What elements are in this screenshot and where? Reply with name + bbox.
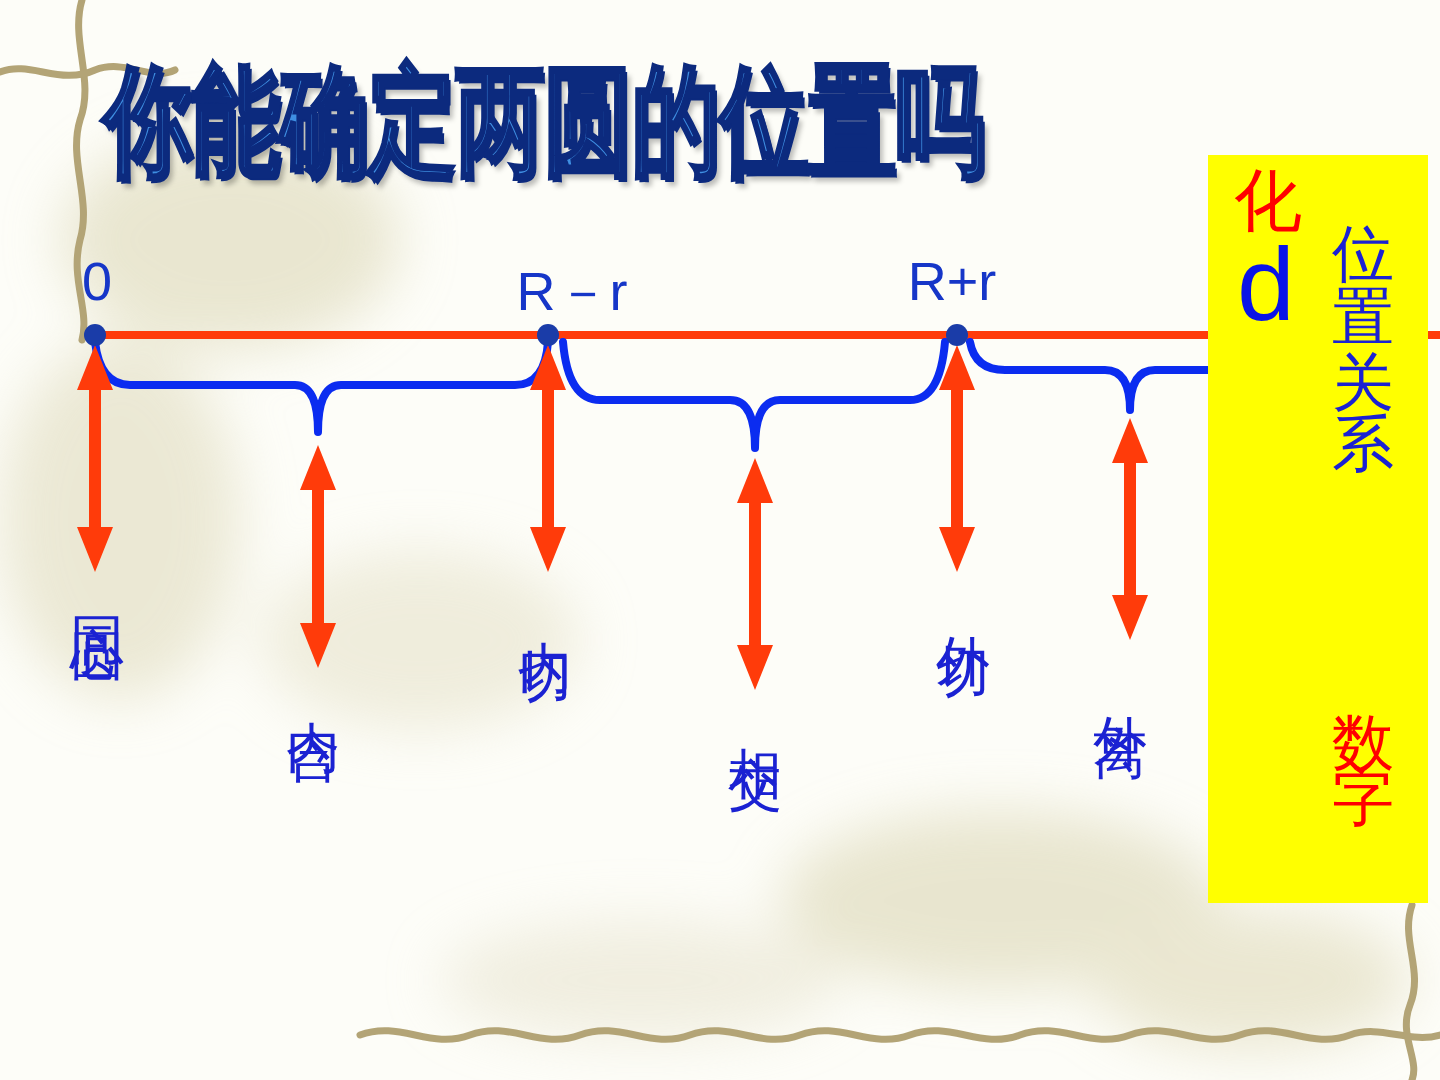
relation-name: 内含 bbox=[286, 678, 340, 694]
relation-name: 外切 bbox=[936, 593, 990, 609]
relation-name: 外离 bbox=[1093, 673, 1147, 689]
background-leaves bbox=[0, 130, 1410, 1050]
axis-value: 0 bbox=[82, 254, 112, 308]
relation-name: 同心圆 bbox=[70, 574, 124, 598]
node-body: 数字 bbox=[1332, 665, 1394, 761]
slide-title: 你能确定两圆的位置吗 bbox=[104, 62, 984, 181]
node-heading: 化 bbox=[1234, 167, 1302, 235]
relation-name: 相交 bbox=[728, 704, 782, 720]
distance-symbol: d bbox=[1237, 232, 1295, 336]
range-brace bbox=[95, 342, 1215, 448]
number-line-point bbox=[84, 324, 968, 346]
axis-value: R+r bbox=[908, 254, 997, 308]
node-body: 位置关系 bbox=[1332, 175, 1394, 423]
relation-name: 内切 bbox=[518, 598, 572, 614]
axis-value: R－r bbox=[517, 264, 628, 318]
double-arrow bbox=[77, 345, 1148, 690]
